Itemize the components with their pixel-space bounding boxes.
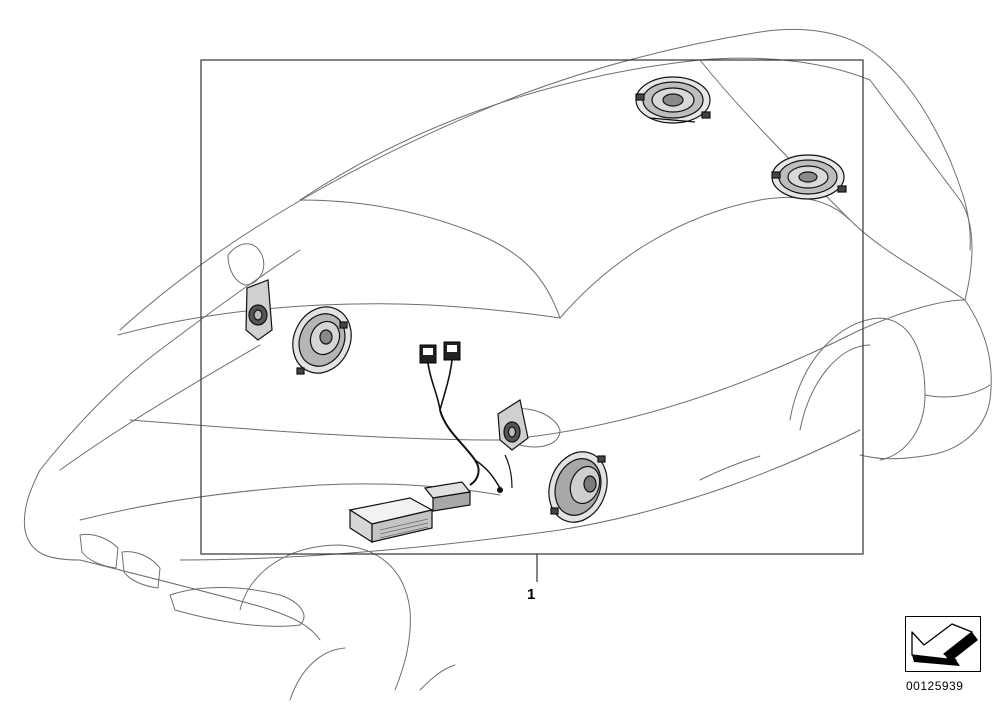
front-tweeter <box>245 279 273 341</box>
image-reference-number: 00125939 <box>906 679 964 693</box>
part-callout-number: 1 <box>527 586 536 603</box>
car-outline <box>23 28 992 701</box>
reference-box <box>905 616 981 672</box>
wiring-harness <box>419 341 513 493</box>
rear-door-speaker <box>548 451 608 523</box>
rear-shelf-speaker-left <box>635 76 711 124</box>
arrow-down-left-icon <box>911 623 978 666</box>
connector-block <box>423 481 472 512</box>
rear-tweeter <box>497 399 529 451</box>
amplifier-module <box>348 497 434 544</box>
front-door-speaker <box>292 306 352 375</box>
parts-group-frame <box>200 59 864 555</box>
rear-shelf-speaker-right <box>771 154 847 200</box>
